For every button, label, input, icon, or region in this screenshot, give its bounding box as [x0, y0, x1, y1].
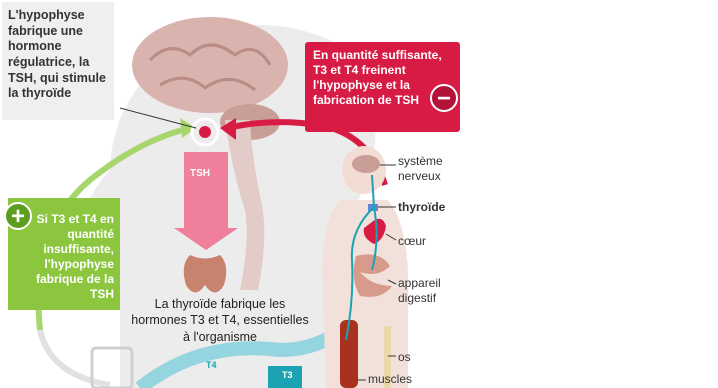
tsh-arrow-body	[184, 152, 228, 230]
label-nervous-system: système nerveux	[398, 154, 468, 184]
hypophysis-info-box: L'hypophyse fabrique une hormone régulat…	[2, 2, 114, 120]
label-digestive: appareil digestif	[398, 276, 468, 306]
tsh-label: TSH	[190, 168, 210, 179]
body-muscle	[340, 320, 358, 388]
label-heart: cœur	[398, 234, 426, 249]
body-brain	[352, 155, 380, 173]
minus-icon: −	[430, 84, 458, 112]
label-bones: os	[398, 350, 411, 365]
plus-icon: +	[4, 202, 32, 230]
hormone-t4-label: T4	[206, 360, 217, 371]
green-loop-base	[40, 330, 110, 385]
label-thyroid: thyroïde	[398, 200, 445, 215]
brain	[132, 17, 288, 113]
label-muscles: muscles	[368, 372, 412, 387]
hormone-t3-label: T3	[282, 370, 293, 381]
thyroid-caption: La thyroïde fabrique les hormones T3 et …	[130, 296, 310, 345]
